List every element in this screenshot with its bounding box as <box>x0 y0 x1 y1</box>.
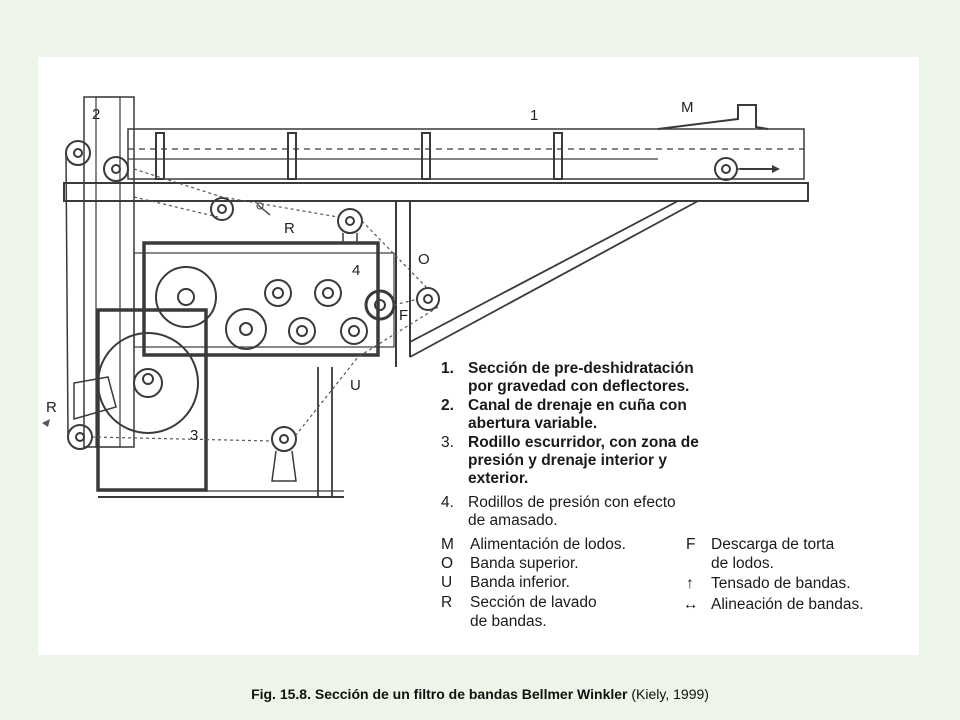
legend-4-line2: de amasado. <box>468 512 558 529</box>
press-roller <box>225 308 267 350</box>
label-F: F <box>399 307 408 324</box>
legend-4-num: 4. <box>441 494 454 511</box>
upper-belt-roller <box>337 208 363 234</box>
legend-U-key: U <box>441 574 452 591</box>
upper-belt-path <box>393 298 419 306</box>
caption-source: (Kiely, 1999) <box>627 686 709 702</box>
figure-panel: 2 1 M R O 4 F U R 3 1. Sección de pre-de… <box>38 57 919 655</box>
legend-U-text: Banda inferior. <box>470 574 570 591</box>
main-press-roller <box>155 266 217 328</box>
legend-3-num: 3. <box>441 434 454 451</box>
press-roller <box>314 279 342 307</box>
upper-belt-path <box>361 220 429 290</box>
wash-roller <box>210 197 234 221</box>
lower-belt-path <box>91 436 273 442</box>
legend-3-line2: presión y drenaje interior y <box>468 452 667 469</box>
upper-belt-return-roller <box>416 287 440 311</box>
legend-tension-text: Tensado de bandas. <box>711 575 851 592</box>
press-roller <box>288 317 316 345</box>
legend-alignment-key: ↔ <box>683 596 699 613</box>
legend-alignment-text: Alineación de bandas. <box>711 596 864 613</box>
legend-F-text: Descarga de torta <box>711 536 835 553</box>
drainage-plate <box>73 376 117 420</box>
deflector-post <box>553 132 563 180</box>
deflector-post <box>287 132 297 180</box>
legend-numbered: 1. Sección de pre-deshidratación por gra… <box>441 360 699 529</box>
wringer-roller <box>97 332 199 434</box>
sludge-feed-hopper <box>657 104 769 130</box>
legend-letters-left: M Alimentación de lodos. O Banda superio… <box>441 536 626 630</box>
label-U: U <box>350 377 361 394</box>
label-M: M <box>681 99 694 116</box>
label-R-top: R <box>284 220 295 237</box>
press-roller <box>340 317 368 345</box>
legend-letters-right: F Descarga de torta de lodos. ↑ Tensado … <box>683 536 864 613</box>
legend-1-num: 1. <box>441 360 454 377</box>
discharge-roller-top <box>714 157 738 181</box>
deflector-post <box>155 132 165 180</box>
belt-filter-diagram: 2 1 M R O 4 F U R 3 1. Sección de pre-de… <box>42 96 864 630</box>
caption-title: Fig. 15.8. Sección de un filtro de banda… <box>251 686 628 702</box>
label-O: O <box>418 251 430 268</box>
tower-roller-bottom <box>67 424 93 450</box>
deflector-post <box>421 132 431 180</box>
legend-M-text: Alimentación de lodos. <box>470 536 626 553</box>
tension-arrow-icon <box>42 419 50 427</box>
label-3: 3 <box>190 427 198 444</box>
lower-belt-roller <box>271 426 297 452</box>
legend-O-text: Banda superior. <box>470 555 579 572</box>
wringer-section-box <box>96 308 208 492</box>
label-2: 2 <box>92 106 100 123</box>
legend-F-text2: de lodos. <box>711 555 774 572</box>
gravity-section-box <box>127 128 805 180</box>
legend-tension-key: ↑ <box>686 575 694 592</box>
legend-3-line1: Rodillo escurridor, con zona de <box>468 434 699 451</box>
wash-belt-path <box>133 196 219 218</box>
legend-1-line2: por gravedad con deflectores. <box>468 378 689 395</box>
legend-2-num: 2. <box>441 397 454 414</box>
discharge-roller-F <box>364 289 396 321</box>
legend-R-text: Sección de lavado <box>470 594 597 611</box>
upper-belt-path <box>133 168 339 218</box>
legend-F-key: F <box>686 536 695 553</box>
legend-2-line2: abertura variable. <box>468 415 597 432</box>
top-frame-beam <box>63 182 809 202</box>
legend-1-line1: Sección de pre-deshidratación <box>468 360 694 377</box>
legend-2-line1: Canal de drenaje en cuña con <box>468 397 687 414</box>
diagonal-brace <box>409 200 699 358</box>
lower-belt-path <box>295 306 439 436</box>
tower-roller-top <box>65 140 91 166</box>
press-roller <box>264 279 292 307</box>
press-section-box <box>142 241 380 357</box>
legend-R-text2: de bandas. <box>470 613 547 630</box>
label-4: 4 <box>352 262 360 279</box>
legend-M-key: M <box>441 536 454 553</box>
figure-caption: Fig. 15.8. Sección de un filtro de banda… <box>0 686 960 702</box>
legend-R-key: R <box>441 594 452 611</box>
legend-3-line3: exterior. <box>468 470 528 487</box>
label-1: 1 <box>530 107 538 124</box>
tower-roller-right <box>103 156 129 182</box>
label-R-left: R <box>46 399 57 416</box>
legend-4-line1: Rodillos de presión con efecto <box>468 494 676 511</box>
wedge-channel-tower <box>83 96 135 448</box>
legend-O-key: O <box>441 555 453 572</box>
